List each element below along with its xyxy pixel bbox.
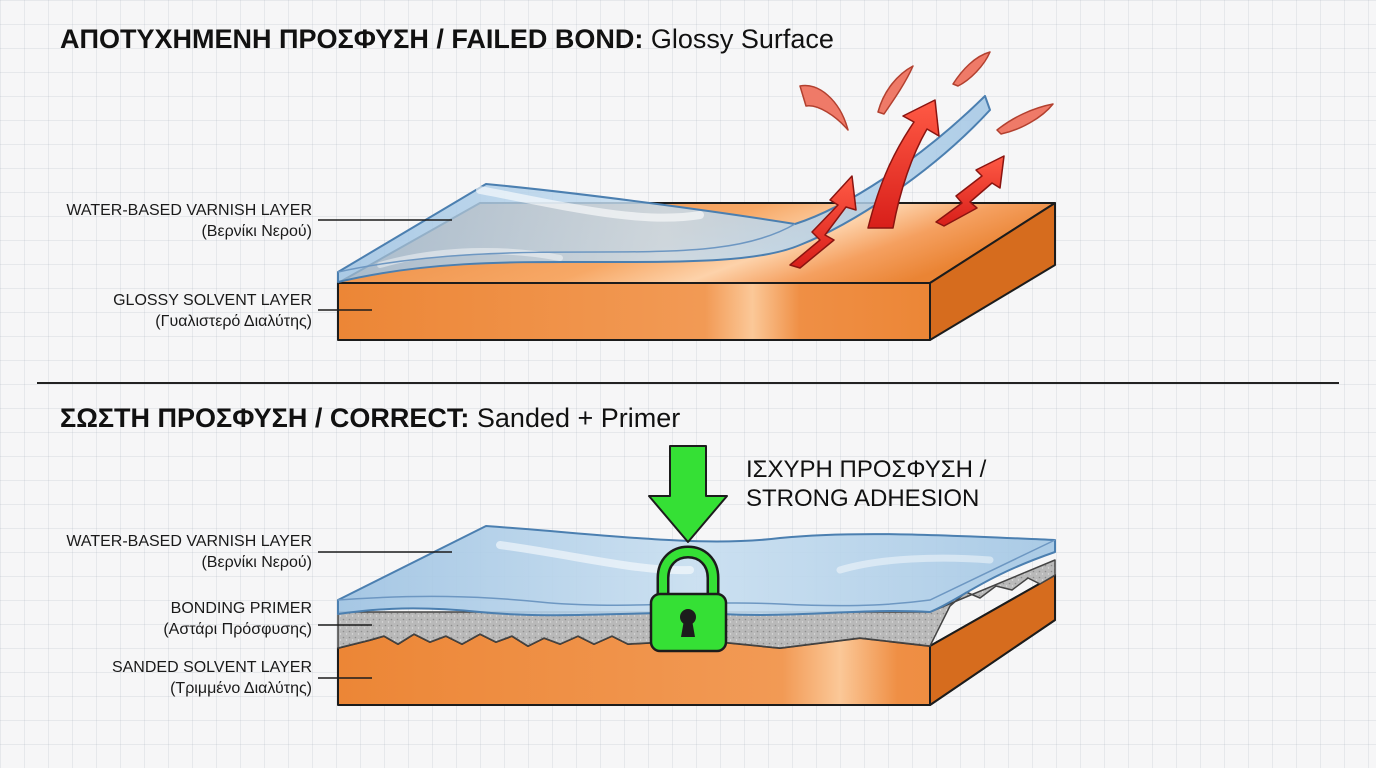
top-varnish-label: WATER-BASED VARNISH LAYER (Βερνίκι Νερού… xyxy=(66,200,312,242)
top-solvent-label-gr: (Γυαλιστερό Διαλύτης) xyxy=(155,313,312,330)
correct-bond-title-bold: ΣΩΣΤΗ ΠΡΟΣΦΥΣΗ / CORRECT: xyxy=(60,403,470,433)
red-lightning-arrow-icon xyxy=(935,155,1005,227)
strong-adhesion-line-1: ΙΣΧΥΡΗ ΠΡΟΣΦΥΣΗ / xyxy=(746,456,987,483)
bottom-varnish-label: WATER-BASED VARNISH LAYER (Βερνίκι Νερού… xyxy=(66,531,312,573)
top-varnish-label-gr: (Βερνίκι Νερού) xyxy=(201,223,312,240)
failed-bond-title-bold: ΑΠΟΤΥΧΗΜΕΝΗ ΠΡΟΣΦΥΣΗ / FAILED BOND: xyxy=(60,24,644,54)
top-label-leaders xyxy=(318,219,452,311)
correct-bond-title: ΣΩΣΤΗ ΠΡΟΣΦΥΣΗ / CORRECT: Sanded + Prime… xyxy=(60,402,680,434)
bottom-primer-label-gr: (Αστάρι Πρόσφυσης) xyxy=(163,621,312,638)
failed-bond-title: ΑΠΟΤΥΧΗΜΕΝΗ ΠΡΟΣΦΥΣΗ / FAILED BOND: Glos… xyxy=(60,23,834,55)
failed-bond-title-rest: Glossy Surface xyxy=(650,24,834,54)
strong-adhesion-label: ΙΣΧΥΡΗ ΠΡΟΣΦΥΣΗ / STRONG ADHESION xyxy=(746,455,986,513)
red-lightning-arrow-icon xyxy=(789,175,857,269)
top-varnish-label-en: WATER-BASED VARNISH LAYER xyxy=(66,202,312,219)
bottom-varnish-label-en: WATER-BASED VARNISH LAYER xyxy=(66,533,312,550)
red-peel-arrow-icon xyxy=(867,99,940,229)
bottom-primer-layer xyxy=(337,559,1056,649)
bottom-varnish-label-gr: (Βερνίκι Νερού) xyxy=(201,554,312,571)
top-varnish-peeling-layer xyxy=(337,95,991,283)
green-down-arrow-icon xyxy=(648,445,728,543)
top-solvent-label: GLOSSY SOLVENT LAYER (Γυαλιστερό Διαλύτη… xyxy=(113,290,312,332)
bottom-solvent-label-gr: (Τριμμένο Διαλύτης) xyxy=(170,680,312,697)
bottom-label-leaders xyxy=(318,551,452,679)
bottom-primer-label: BONDING PRIMER (Αστάρι Πρόσφυσης) xyxy=(163,598,312,640)
bottom-solvent-label-en: SANDED SOLVENT LAYER xyxy=(111,659,312,676)
strong-adhesion-line-2: STRONG ADHESION xyxy=(746,485,980,512)
top-solvent-label-en: GLOSSY SOLVENT LAYER xyxy=(113,292,312,309)
section-divider xyxy=(37,382,1339,384)
bottom-solvent-label: SANDED SOLVENT LAYER (Τριμμένο Διαλύτης) xyxy=(112,657,312,699)
flake-icon xyxy=(799,51,1054,135)
padlock-icon xyxy=(649,545,728,653)
bottom-primer-label-en: BONDING PRIMER xyxy=(170,600,312,617)
correct-bond-title-rest: Sanded + Primer xyxy=(476,403,681,433)
